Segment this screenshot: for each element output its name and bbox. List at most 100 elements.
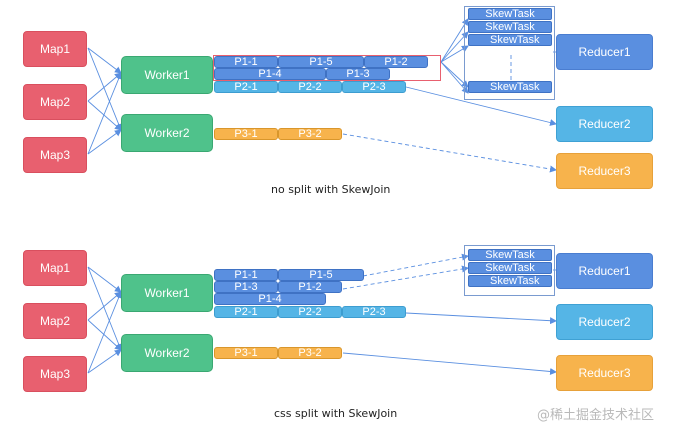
- edge-p3-reducer3-top: [342, 133, 557, 173]
- reducer3-node-bottom: Reducer3: [556, 355, 653, 391]
- map3-node-bottom: Map3: [23, 356, 87, 392]
- skewed-partition-highlight: [213, 55, 441, 81]
- skewtask-bottom-2: SkewTask: [468, 262, 552, 274]
- worker2-label: Worker2: [144, 126, 190, 140]
- partition-p2-2-bottom: P2-2: [278, 306, 342, 318]
- worker2-label: Worker2: [144, 346, 190, 360]
- partition-label: P3-2: [298, 346, 322, 359]
- edge-p2-reducer2-top: [405, 86, 557, 126]
- partition-p1-4-bottom: P1-4: [214, 293, 326, 305]
- partition-p2-1-top: P2-1: [214, 81, 278, 93]
- skewtask-label: SkewTask 2: [490, 275, 540, 287]
- partition-p3-1-bottom: P3-1: [214, 347, 278, 359]
- partition-label: P2-1: [234, 80, 258, 93]
- edge-map3-worker2-top: [87, 129, 122, 155]
- partition-label: P1-4: [258, 292, 282, 305]
- partition-label: P1-5: [309, 55, 333, 68]
- edge-map3-worker1-bottom: [87, 291, 122, 374]
- edge-map1-worker2-bottom: [87, 266, 123, 351]
- reducer3-label: Reducer3: [578, 366, 631, 380]
- edge-map2-worker2-bottom: [87, 319, 122, 351]
- skewtask-label: SkewTask: [485, 262, 535, 274]
- map1-label: Map1: [39, 42, 71, 56]
- edge-p1-skewtask-e: [440, 61, 469, 94]
- reducer1-label: Reducer1: [578, 45, 631, 59]
- watermark: @稀土掘金技术社区: [537, 408, 655, 423]
- partition-p3-1-top: P3-1: [214, 128, 278, 140]
- partition-label: P2-2: [298, 305, 322, 318]
- skewtask-top-4: SkewTask 0: [468, 81, 552, 93]
- reducer1-node-top: Reducer1: [556, 34, 653, 70]
- map2-label: Map2: [39, 314, 71, 328]
- partition-p1-3-bottom: P1-3: [214, 281, 278, 293]
- edge-map1-worker1-top: [87, 47, 122, 74]
- partition-label: P2-3: [362, 305, 386, 318]
- edge-map1-worker2-top: [87, 47, 123, 131]
- partition-p3-2-top: P3-2: [278, 128, 342, 140]
- partition-p1-3-top: P1-3: [326, 68, 390, 80]
- skewtask-label: SkewTask 1: [490, 34, 540, 46]
- partition-p1-5-top: P1-5: [278, 56, 364, 68]
- partition-label: P1-4: [258, 67, 282, 80]
- partition-label: P1-1: [234, 268, 258, 281]
- skewtask-group-bottom: [464, 245, 555, 296]
- map2-node-top: Map2: [23, 84, 87, 120]
- caption-top: no split with SkewJoin: [271, 183, 391, 196]
- worker1-node-bottom: Worker1: [121, 274, 213, 312]
- edge-p3-reducer3-bottom: [342, 352, 557, 375]
- partition-p2-2-top: P2-2: [278, 81, 342, 93]
- map1-node-bottom: Map1: [23, 250, 87, 286]
- map2-node-bottom: Map2: [23, 303, 87, 339]
- edge-p1-skewtask-d: [440, 61, 469, 88]
- partition-label: P1-3: [346, 67, 370, 80]
- worker2-node-bottom: Worker2: [121, 334, 213, 372]
- edge-p1-skewtask-a: [440, 18, 469, 63]
- partition-p1-1-top: P1-1: [214, 56, 278, 68]
- map3-label: Map3: [39, 148, 71, 162]
- partition-label: P1-3: [234, 280, 258, 293]
- partition-label: P2-3: [362, 80, 386, 93]
- edge-p1-5-skewtask: [362, 253, 469, 277]
- edge-map3-worker1-top: [87, 72, 122, 155]
- partition-p1-5-bottom: P1-5: [278, 269, 364, 281]
- edge-map2-worker2-top: [87, 100, 122, 131]
- partition-label: P1-1: [234, 55, 258, 68]
- reducer2-node-top: Reducer2: [556, 106, 653, 142]
- edge-map1-worker1-bottom: [87, 266, 122, 293]
- map3-node-top: Map3: [23, 137, 87, 173]
- caption-bottom: css split with SkewJoin: [274, 407, 398, 420]
- reducer2-label: Reducer2: [578, 315, 631, 329]
- partition-p1-4-top: P1-4: [214, 68, 326, 80]
- skewtask-label: SkewTask 0: [490, 81, 540, 93]
- worker2-node-top: Worker2: [121, 114, 213, 152]
- skewtask-bottom-3: SkewTask 2: [468, 275, 552, 287]
- partition-p1-1-bottom: P1-1: [214, 269, 278, 281]
- partition-label: P1-2: [298, 280, 322, 293]
- map2-label: Map2: [39, 95, 71, 109]
- skewtask-label: SkewTask: [485, 249, 535, 261]
- partition-label: P3-1: [234, 346, 258, 359]
- partition-p2-1-bottom: P2-1: [214, 306, 278, 318]
- map1-node-top: Map1: [23, 31, 87, 67]
- reducer1-node-bottom: Reducer1: [556, 253, 653, 289]
- skewtask-top-2: SkewTask: [468, 21, 552, 33]
- map1-label: Map1: [39, 261, 71, 275]
- partition-p2-3-bottom: P2-3: [342, 306, 406, 318]
- skewtask-top-1: SkewTask: [468, 8, 552, 20]
- skewtask-top-3: SkewTask 1: [468, 34, 552, 46]
- map3-label: Map3: [39, 367, 71, 381]
- partition-label: P1-5: [309, 268, 333, 281]
- worker1-label: Worker1: [144, 68, 190, 82]
- worker1-label: Worker1: [144, 286, 190, 300]
- edge-map3-worker2-bottom: [87, 349, 122, 374]
- worker1-node-top: Worker1: [121, 56, 213, 94]
- reducer1-label: Reducer1: [578, 264, 631, 278]
- partition-p1-2-top: P1-2: [364, 56, 428, 68]
- partition-p3-2-bottom: P3-2: [278, 347, 342, 359]
- edge-p2-reducer2-bottom: [405, 312, 557, 325]
- partition-p1-2-bottom: P1-2: [278, 281, 342, 293]
- partition-label: P1-2: [384, 55, 408, 68]
- partition-label: P3-2: [298, 127, 322, 140]
